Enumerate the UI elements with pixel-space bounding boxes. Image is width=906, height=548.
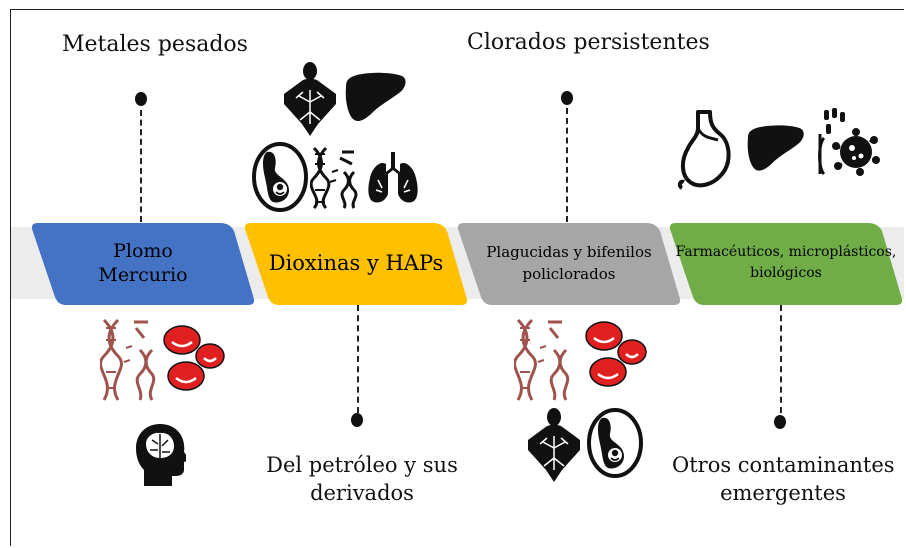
connector-dot bbox=[351, 413, 363, 427]
pregnancy-icon bbox=[252, 142, 308, 212]
segment-metales: Plomo Mercurio bbox=[30, 221, 256, 305]
connector-line bbox=[780, 305, 782, 413]
segment-farmaceuticos-line1: Farmacéuticos, microplásticos, bbox=[675, 244, 897, 260]
connector-dot bbox=[135, 92, 147, 106]
segment-plaguicidas-shape bbox=[457, 223, 681, 305]
label-petroleo-line1: Del petróleo y sus bbox=[266, 453, 458, 477]
connector-line bbox=[140, 110, 142, 222]
pregnancy-icon bbox=[587, 408, 643, 478]
connector-line bbox=[566, 108, 568, 222]
liver-icon bbox=[345, 72, 406, 122]
connector-dot bbox=[774, 415, 786, 429]
label-otros: Otros contaminantes emergentes bbox=[672, 451, 895, 507]
label-metales-pesados: Metales pesados bbox=[62, 32, 248, 57]
dna-damage-icon bbox=[514, 318, 570, 401]
segment-plaguicidas: Plagucidas y bifenilos policlorados bbox=[456, 221, 682, 305]
frame-border bbox=[10, 9, 904, 546]
segment-metales-shape bbox=[31, 223, 255, 305]
label-otros-line1: Otros contaminantes bbox=[672, 453, 895, 477]
segment-metales-line2: Mercurio bbox=[98, 264, 188, 286]
segment-plaguicidas-line2: policlorados bbox=[522, 265, 616, 283]
label-clorados-persistentes: Clorados persistentes bbox=[467, 30, 710, 55]
reproductive-system-icon bbox=[528, 408, 580, 482]
microbe-icon bbox=[818, 108, 880, 176]
lungs-icon bbox=[368, 152, 418, 203]
segment-metales-line1: Plomo bbox=[113, 240, 173, 262]
label-petroleo: Del petróleo y sus derivados bbox=[262, 451, 462, 507]
dna-damage-icon bbox=[100, 318, 156, 401]
segment-plaguicidas-line1: Plagucidas y bifenilos bbox=[486, 243, 652, 261]
red-blood-cells-icon bbox=[163, 325, 225, 391]
label-otros-line2: emergentes bbox=[720, 481, 846, 505]
brain-head-icon bbox=[136, 424, 186, 486]
red-blood-cells-icon bbox=[585, 321, 647, 387]
label-petroleo-line2: derivados bbox=[310, 481, 414, 505]
stomach-icon bbox=[677, 110, 731, 190]
segment-farmaceuticos-line2: biológicos bbox=[750, 265, 822, 281]
segment-dioxinas-line1: Dioxinas y HAPs bbox=[268, 251, 444, 275]
segment-dioxinas: Dioxinas y HAPs bbox=[243, 221, 469, 305]
connector-dot bbox=[561, 91, 573, 105]
dna-damage-icon bbox=[310, 146, 358, 210]
reproductive-system-icon bbox=[284, 62, 336, 136]
liver-icon bbox=[747, 125, 804, 171]
segment-farmaceuticos: Farmacéuticos, microplásticos, biológico… bbox=[668, 221, 904, 305]
segment-dioxinas-shape bbox=[244, 223, 468, 305]
segment-farmaceuticos-shape bbox=[669, 223, 903, 305]
connector-line bbox=[357, 305, 359, 413]
